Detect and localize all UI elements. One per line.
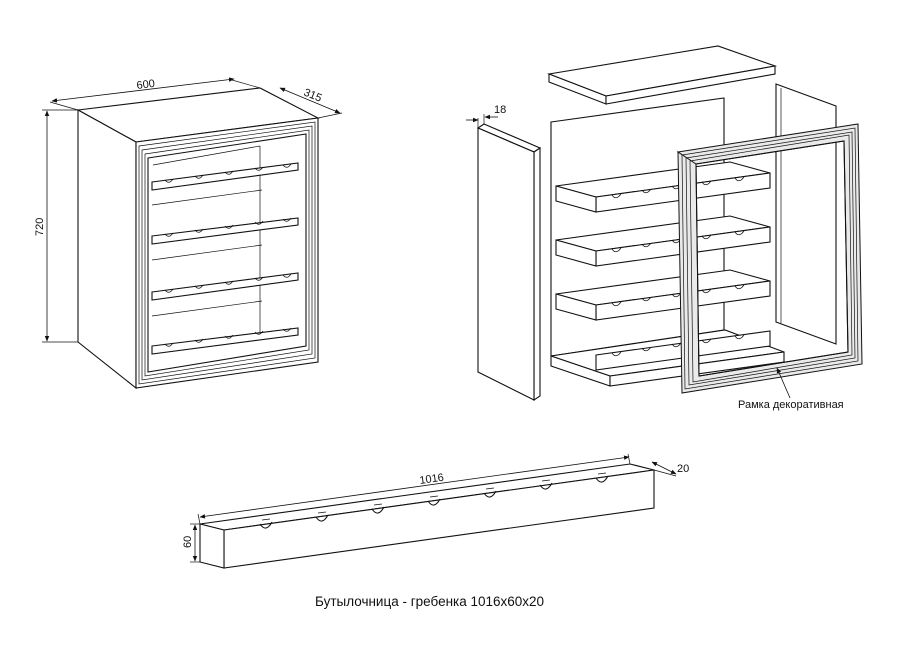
cabinet-rack-3 — [151, 244, 299, 301]
cabinet-side — [77, 109, 137, 390]
dim-rack-height: 60 — [182, 536, 194, 548]
dim-side-thickness: 18 — [494, 104, 506, 116]
dim-rack-length: 1016 — [419, 472, 445, 487]
cabinet-rack-4 — [151, 300, 299, 355]
bottle-rack-comb: 1016 20 60 — [182, 453, 689, 569]
assembled-cabinet: 600 315 720 — [34, 77, 343, 390]
exploded-side-panel — [476, 123, 542, 402]
dim-cabinet-width: 600 — [136, 78, 156, 92]
exploded-right-side — [775, 83, 837, 345]
rack-end-face — [199, 523, 225, 569]
frame-label: Рамка декоративная — [738, 399, 844, 411]
dim-cabinet-height: 720 — [34, 218, 46, 236]
decorative-frame — [676, 123, 863, 394]
caption: Бутылочница - гребенка 1016х60х20 — [315, 594, 544, 609]
dim-cabinet-depth: 315 — [302, 87, 324, 105]
cabinet-rack-2 — [151, 189, 299, 245]
cabinet-rack-1 — [151, 162, 299, 191]
exploded-cabinet: 18 — [466, 45, 863, 411]
dim-rack-thickness: 20 — [677, 463, 689, 475]
